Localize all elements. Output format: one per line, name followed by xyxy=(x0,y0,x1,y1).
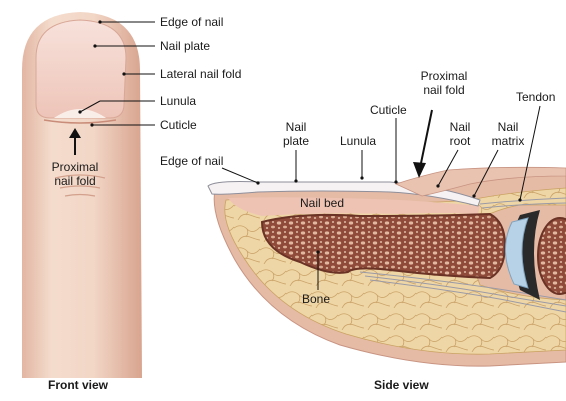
dot-root-side xyxy=(436,184,439,187)
label-tendon-side: Tendon xyxy=(516,90,555,104)
label-proximal-side-2: nail fold xyxy=(412,83,476,97)
label-lateral-nail-fold-front: Lateral nail fold xyxy=(160,67,241,81)
label-nail-matrix-side-2: matrix xyxy=(486,134,530,148)
arrow-proximal-side xyxy=(420,110,432,168)
dot-cuticle-side xyxy=(394,180,397,183)
dot-lunula-side xyxy=(360,176,363,179)
label-lunula-front: Lunula xyxy=(160,94,196,108)
label-lunula-side: Lunula xyxy=(340,134,376,148)
label-proximal-side-1: Proximal xyxy=(412,69,476,83)
label-proximal-front-2: nail fold xyxy=(44,174,106,188)
label-cuticle-side: Cuticle xyxy=(370,103,407,117)
label-cuticle-front: Cuticle xyxy=(160,118,197,132)
caption-side-view: Side view xyxy=(374,378,429,392)
label-nail-plate-side-1: Nail xyxy=(276,120,316,134)
dot-tendon-side xyxy=(518,198,521,201)
dot-plate-side xyxy=(294,179,297,182)
leader-edge-side xyxy=(222,168,258,183)
front-view-finger xyxy=(22,12,155,378)
label-nail-root-side-1: Nail xyxy=(442,120,478,134)
label-nail-matrix-side-1: Nail xyxy=(486,120,530,134)
dot-lunula-front xyxy=(78,110,81,113)
dot-edge-side xyxy=(256,181,259,184)
caption-front-view: Front view xyxy=(48,378,108,392)
label-edge-of-nail-side: Edge of nail xyxy=(160,154,223,168)
dot-bone-side xyxy=(316,250,319,253)
label-nail-bed-side: Nail bed xyxy=(300,196,344,210)
dot-edge-front xyxy=(98,20,101,23)
label-nail-plate-front: Nail plate xyxy=(160,39,210,53)
label-nail-root-side-2: root xyxy=(442,134,478,148)
dot-lateral-front xyxy=(122,72,125,75)
front-nail-plate xyxy=(36,20,126,118)
dot-cuticle-front xyxy=(90,123,93,126)
label-proximal-front-1: Proximal xyxy=(44,160,106,174)
label-bone-side: Bone xyxy=(302,292,330,306)
dot-plate-front xyxy=(93,44,96,47)
dot-matrix-side xyxy=(472,194,475,197)
label-nail-plate-side-2: plate xyxy=(276,134,316,148)
label-edge-of-nail-front: Edge of nail xyxy=(160,15,223,29)
